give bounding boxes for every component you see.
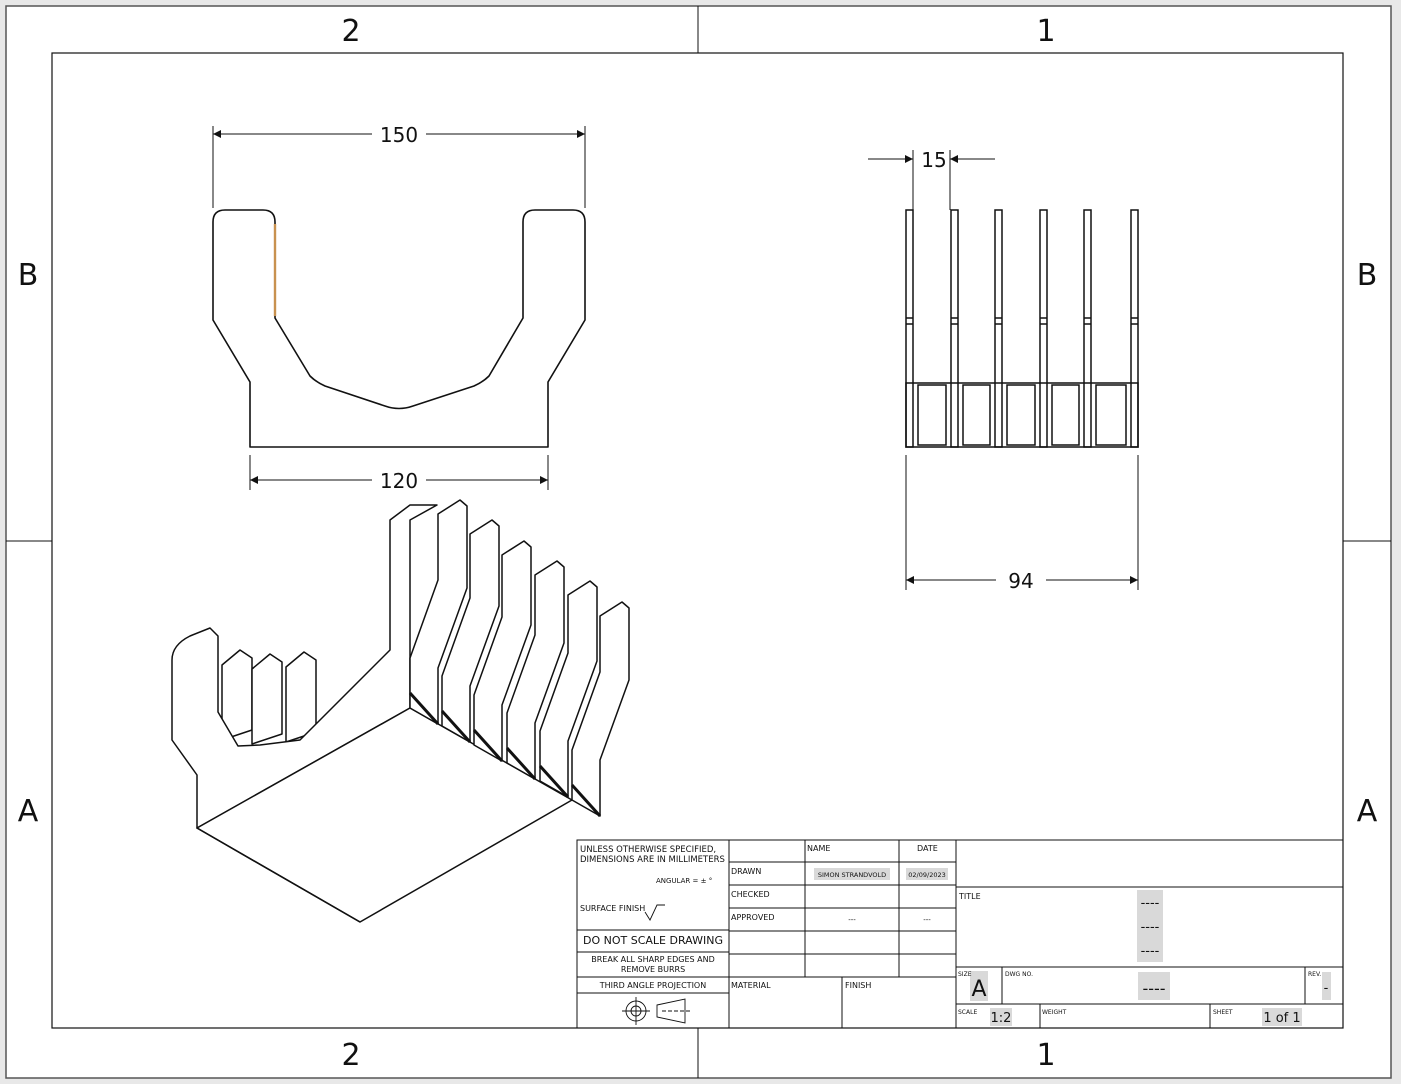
notes-line-1: UNLESS OTHERWISE SPECIFIED, [580, 845, 716, 855]
dimension-label-120: 120 [380, 469, 418, 493]
iso-small-fin [251, 653, 283, 745]
title-line-2: ---- [1141, 920, 1160, 935]
title-line-3: ---- [1141, 944, 1160, 959]
notes-line-2: DIMENSIONS ARE IN MILLIMETERS [580, 855, 725, 865]
third-angle-projection-icon [622, 997, 690, 1025]
iso-fin [473, 540, 532, 762]
iso-fin [409, 499, 468, 725]
side-slot [962, 384, 991, 446]
size-value: A [971, 977, 986, 1002]
dimension-15: 15 [868, 148, 995, 210]
dimension-label-15: 15 [921, 148, 946, 172]
iso-fin-shadow [408, 691, 440, 726]
date-header: DATE [917, 844, 938, 853]
dimension-94: 94 [905, 455, 1139, 593]
weight-label: WEIGHT [1042, 1009, 1067, 1016]
iso-fin-shadow [570, 783, 602, 818]
front-view [212, 209, 586, 448]
dimension-label-150: 150 [380, 123, 418, 147]
sheet-value: 1 of 1 [1263, 1011, 1300, 1026]
drawn-date: 02/09/2023 [908, 871, 945, 879]
iso-fin-shadow [505, 746, 537, 781]
surface-finish-icon [644, 904, 665, 921]
zone-label-left-b: B [18, 258, 39, 293]
sheet-label: SHEET [1213, 1009, 1233, 1016]
approved-name: --- [848, 916, 856, 924]
size-label: SIZE [958, 971, 972, 978]
scale-value: 1:2 [991, 1011, 1012, 1026]
zone-label-top-2: 2 [341, 14, 360, 49]
side-slot [917, 384, 947, 446]
title-label: TITLE [958, 892, 981, 901]
zone-dividers [6, 6, 1391, 1078]
side-slot [1006, 384, 1036, 446]
zone-label-right-a: A [1357, 794, 1378, 829]
iso-fin [539, 580, 598, 798]
scale-field [990, 1008, 1012, 1026]
checked-label: CHECKED [731, 890, 770, 899]
size-field [970, 971, 988, 1001]
sheet-field [1262, 1008, 1302, 1026]
approved-date: --- [923, 916, 931, 924]
break-edges-line-2: REMOVE BURRS [621, 965, 685, 974]
dwg-no-field [1138, 972, 1170, 1000]
do-not-scale-note: DO NOT SCALE DRAWING [583, 934, 723, 947]
zone-label-top-1: 1 [1036, 14, 1055, 49]
title-field [1137, 890, 1163, 962]
dimension-120: 120 [249, 455, 549, 493]
side-slot [1051, 384, 1080, 446]
zone-label-bottom-1: 1 [1036, 1038, 1055, 1073]
zone-label-left-a: A [18, 794, 39, 829]
side-slot [1095, 384, 1127, 446]
rev-field [1322, 972, 1331, 1000]
approved-label: APPROVED [731, 913, 775, 922]
rev-value: - [1324, 981, 1329, 996]
iso-fin [571, 601, 630, 817]
dimension-150: 150 [212, 123, 586, 208]
iso-fin [506, 560, 565, 780]
isometric-view [171, 499, 630, 923]
iso-fin-shadow [538, 764, 570, 799]
rev-label: REV. [1308, 971, 1321, 978]
break-edges-line-1: BREAK ALL SHARP EDGES AND [591, 955, 715, 964]
title-line-1: ---- [1141, 896, 1160, 911]
angular-note: ANGULAR = ± ° [656, 877, 712, 885]
zone-label-right-b: B [1357, 258, 1378, 293]
title-block [576, 839, 1344, 1029]
projection-label: THIRD ANGLE PROJECTION [599, 981, 706, 990]
side-view [905, 209, 1139, 448]
dwg-no-value: ---- [1142, 979, 1165, 998]
finish-label: FINISH [845, 981, 871, 990]
drawn-name: SIMON STRANDVOLD [818, 871, 886, 879]
zone-label-bottom-2: 2 [341, 1038, 360, 1073]
scale-label: SCALE [958, 1009, 977, 1016]
dwg-no-label: DWG NO. [1005, 971, 1033, 978]
material-label: MATERIAL [731, 981, 771, 990]
iso-fin-shadow [440, 709, 472, 744]
iso-fin [441, 519, 500, 743]
drawn-label: DRAWN [731, 867, 761, 876]
drawn-name-field [814, 868, 890, 880]
surface-finish-label: SURFACE FINISH [580, 904, 645, 913]
drawn-date-field [906, 868, 948, 880]
name-header: NAME [807, 844, 830, 853]
iso-small-fin [221, 649, 253, 741]
iso-fin-shadow [472, 728, 504, 763]
outer-border [5, 5, 1392, 1079]
dimension-label-94: 94 [1008, 569, 1033, 593]
